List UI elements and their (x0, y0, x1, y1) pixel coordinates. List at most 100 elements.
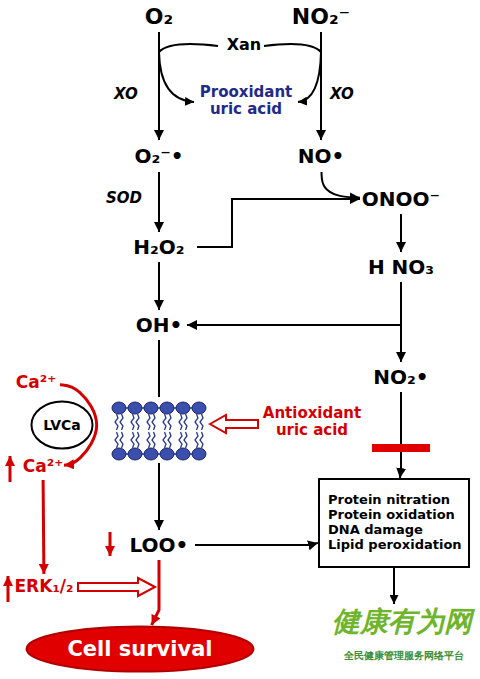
increase-arrow (7, 576, 10, 602)
increase-arrow (9, 456, 12, 482)
node-text: ONOO⁻ (362, 188, 440, 211)
species-text: ONOO⁻ (360, 184, 442, 214)
hollow-arrow (210, 415, 258, 433)
species-text: O₂⁻• (128, 140, 190, 172)
species-text: OH• (131, 310, 187, 340)
lipid-tail (136, 432, 139, 448)
lipid-head (144, 448, 158, 460)
node-text: OH• (136, 314, 183, 337)
watermark: 全民健康管理服务网络平台 (330, 650, 478, 662)
lipid-tail (179, 432, 182, 448)
lipid-tail (184, 432, 187, 448)
lipid-group (112, 402, 206, 460)
lipid-tail (152, 414, 155, 430)
output-arrow (393, 568, 395, 604)
node-text: H₂O₂ (133, 236, 184, 259)
lipid-tail (147, 432, 150, 448)
lipid-head (144, 402, 158, 414)
decrease-arrow (109, 532, 112, 556)
membrane-backdrop (108, 397, 210, 463)
enzyme-substrate-label: Xan (222, 36, 266, 54)
lipid-tail (163, 432, 166, 448)
lipid-tail (136, 414, 139, 430)
species-text: H₂O₂ (121, 232, 197, 262)
ellipse-shape (27, 627, 254, 672)
node-text: H NO₃ (368, 256, 434, 279)
arrow-connector (400, 392, 401, 478)
species-text: NO₂⁻ (288, 2, 354, 32)
node-text: Lipid peroxidation (328, 538, 462, 553)
lipid-tail (131, 414, 134, 430)
arrow-connector (187, 282, 401, 325)
lipid-tail (200, 432, 203, 448)
arrow-connector (320, 32, 322, 140)
node-text: Ca²⁺ (16, 373, 56, 393)
lipid-head (192, 448, 206, 460)
arrow-connector (158, 32, 160, 140)
lipid-tail (168, 414, 171, 430)
lipid-tail (120, 432, 123, 448)
lipid-tail (115, 432, 118, 448)
arrow-connector (197, 199, 360, 247)
node-text: NO₂⁻ (292, 4, 350, 29)
lipid-tail (115, 414, 118, 430)
arrow-connector (158, 172, 160, 232)
lipid-tail (163, 414, 166, 430)
lipid-head (128, 402, 142, 414)
node-text: NO₂• (373, 366, 428, 389)
arrow-connector (158, 262, 160, 310)
lipid-head (192, 402, 206, 414)
node-text: NO• (298, 145, 345, 168)
outcome-ellipse: Cell survival (25, 625, 255, 673)
xan-arc (159, 44, 218, 52)
lipid-tail (168, 432, 171, 448)
lipid-tail (152, 432, 155, 448)
node-text: DNA damage (328, 523, 423, 538)
xan-arc (264, 44, 321, 52)
arrow-connector (42, 480, 46, 574)
node-text: ERK₁/₂ (15, 577, 74, 597)
node-text: LOO• (130, 534, 189, 557)
watermark: 健康有为网 (326, 606, 478, 638)
lipid-head (128, 448, 142, 460)
arrow-connector (195, 543, 318, 545)
species-text: O₂ (133, 2, 185, 32)
enzyme-label: SOD (106, 190, 142, 207)
channel-ellipse: LVCa (30, 400, 94, 450)
arrow-connector (400, 214, 402, 252)
xan-arc-arrow (298, 52, 321, 102)
lipid-tail (200, 414, 203, 430)
species-text: NO• (295, 140, 347, 172)
ellipse-shape (32, 402, 93, 449)
lipid-tail (179, 414, 182, 430)
lipid-membrane (108, 397, 210, 463)
lipid-head (160, 448, 174, 460)
lipid-tail (120, 414, 123, 430)
arrow-connector (158, 340, 160, 530)
arrow-connector (400, 282, 402, 362)
inhibition-bar (372, 444, 430, 452)
lipid-head (160, 402, 174, 414)
outcome-box: Protein nitrationProtein oxidationDNA da… (318, 478, 470, 568)
role-label: Antioxidant uric acid (260, 405, 364, 440)
kinase-text: ERK₁/₂ (12, 574, 76, 600)
node-text: Protein oxidation (328, 508, 455, 523)
role-label: Prooxidant uric acid (192, 84, 300, 119)
node-text: O₂ (145, 4, 173, 29)
lipid-head (112, 448, 126, 460)
node-text: O₂⁻• (134, 145, 183, 168)
node-text: Protein nitration (328, 493, 450, 508)
lipid-tail (131, 432, 134, 448)
species-text: H NO₃ (361, 252, 441, 282)
species-text: NO₂• (368, 362, 434, 392)
hollow-arrow (78, 578, 155, 596)
xan-arc-arrow (159, 52, 194, 102)
enzyme-label: XO (330, 86, 354, 103)
node-text: Ca²⁺ (23, 457, 63, 477)
lipid-tail (195, 432, 198, 448)
lipid-tail (184, 414, 187, 430)
lipid-head (176, 402, 190, 414)
ion-text: Ca²⁺ (12, 370, 60, 396)
lipid-tail (147, 414, 150, 430)
ion-text: Ca²⁺ (22, 454, 64, 480)
